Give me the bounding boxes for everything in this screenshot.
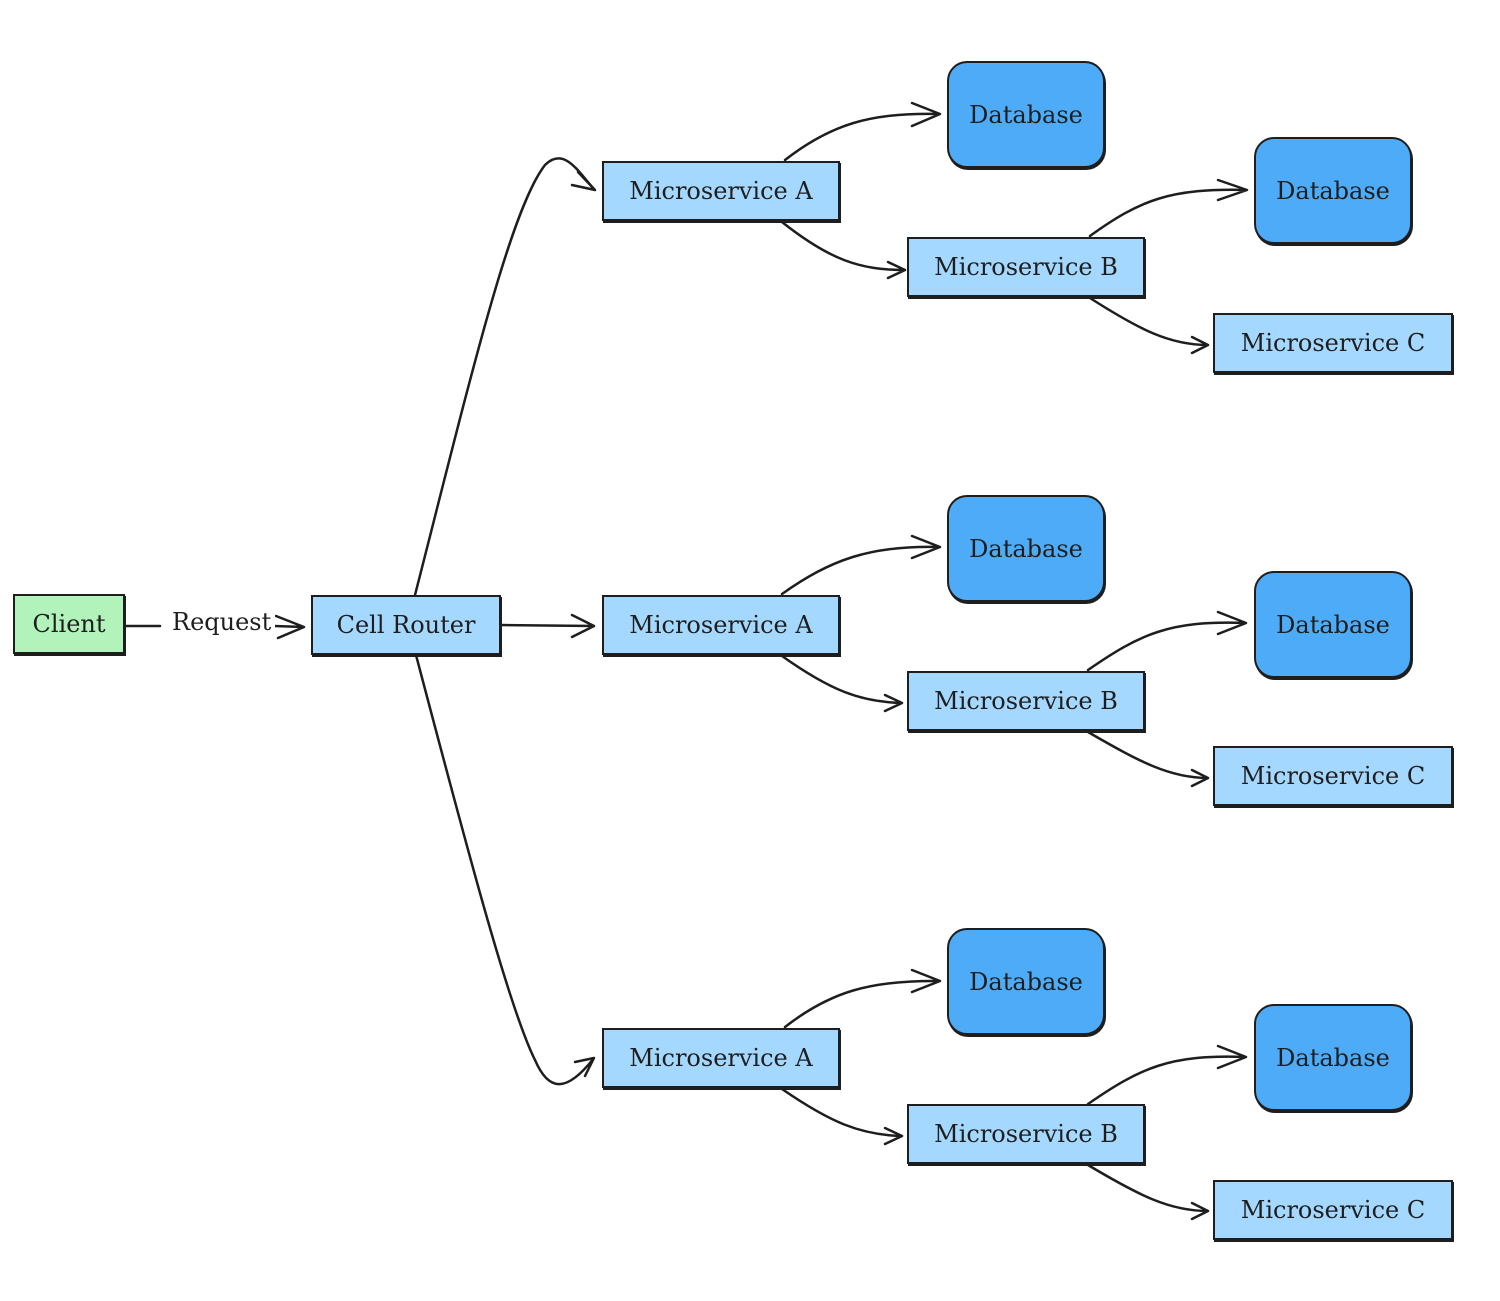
- microservice-a-node[interactable]: Microservice A: [602, 161, 840, 221]
- edge-c1-b-c: [1086, 1163, 1210, 1221]
- request-label: Request: [168, 608, 276, 636]
- database-node[interactable]: Database: [947, 495, 1105, 602]
- node-label: Microservice B: [934, 687, 1118, 715]
- node-label: Database: [1276, 1043, 1390, 1072]
- database-node[interactable]: Database: [1254, 571, 1412, 678]
- node-label: Microservice C: [1240, 329, 1426, 357]
- edge-c1-b-db: [1086, 1044, 1248, 1106]
- microservice-c-node[interactable]: Microservice C: [1213, 746, 1453, 806]
- edge-c3-a-b: [780, 220, 907, 280]
- node-label: Microservice B: [934, 1120, 1118, 1148]
- client-label: Client: [32, 610, 106, 638]
- edge-c3-b-db: [1088, 178, 1249, 238]
- microservice-b-node[interactable]: Microservice B: [907, 1104, 1145, 1164]
- cell-title: Cell 2: [994, 455, 1062, 481]
- node-label: Microservice A: [629, 1044, 813, 1072]
- microservice-b-node[interactable]: Microservice B: [907, 671, 1145, 731]
- node-label: Microservice C: [1240, 762, 1426, 790]
- edge-c3-a-db: [783, 101, 942, 162]
- database-node[interactable]: Database: [1254, 1004, 1412, 1111]
- node-label: Microservice A: [629, 611, 813, 639]
- cell-router-label: Cell Router: [336, 611, 476, 639]
- edge-router-cell3: [413, 157, 597, 597]
- microservice-c-node[interactable]: Microservice C: [1213, 1180, 1453, 1240]
- edge-router-cell2: [498, 613, 596, 639]
- edge-c2-b-c: [1086, 730, 1210, 788]
- microservice-a-node[interactable]: Microservice A: [602, 595, 840, 655]
- node-label: Microservice C: [1240, 1196, 1426, 1224]
- node-label: Microservice B: [934, 253, 1118, 281]
- client-node[interactable]: Client: [13, 594, 125, 654]
- database-node[interactable]: Database: [1254, 137, 1412, 244]
- node-label: Microservice A: [629, 177, 813, 205]
- edge-c1-a-b: [780, 1087, 904, 1146]
- edge-c2-a-db: [780, 534, 942, 596]
- microservice-c-node[interactable]: Microservice C: [1213, 313, 1453, 373]
- edge-client-router-arrow: [272, 614, 306, 640]
- cell-title: Cell 1: [994, 888, 1062, 914]
- database-node[interactable]: Database: [947, 61, 1105, 168]
- database-node[interactable]: Database: [947, 928, 1105, 1035]
- edge-c1-a-db: [783, 968, 942, 1029]
- node-label: Database: [969, 534, 1083, 563]
- edge-c2-a-b: [780, 654, 904, 713]
- edge-c2-b-db: [1086, 610, 1248, 672]
- node-label: Database: [1276, 176, 1390, 205]
- node-label: Database: [1276, 610, 1390, 639]
- cell-router-node[interactable]: Cell Router: [311, 595, 501, 655]
- microservice-b-node[interactable]: Microservice B: [907, 237, 1145, 297]
- microservice-a-node[interactable]: Microservice A: [602, 1028, 840, 1088]
- node-label: Database: [969, 967, 1083, 996]
- edge-router-cell1: [414, 653, 596, 1086]
- node-label: Database: [969, 100, 1083, 129]
- cell-title: Cell 3: [994, 21, 1062, 47]
- edge-c3-b-c: [1088, 296, 1210, 355]
